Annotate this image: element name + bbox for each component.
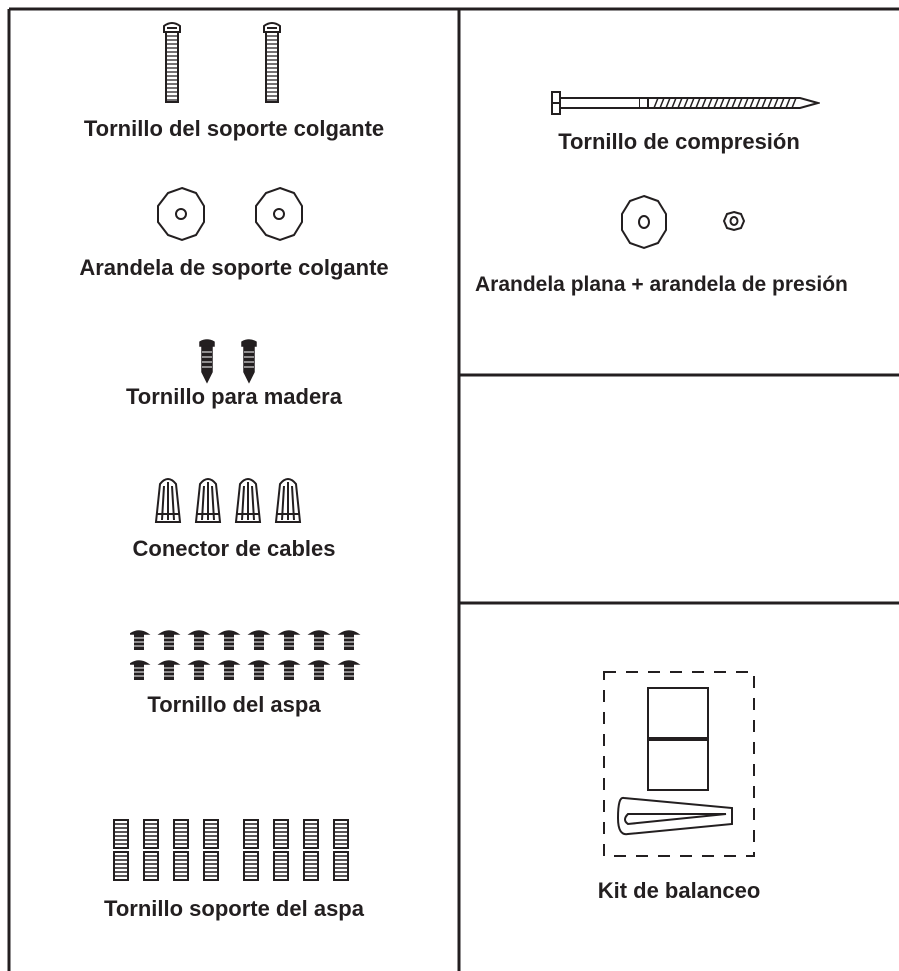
wire-connector-icons bbox=[154, 478, 302, 523]
hanger-bracket-screw-icons bbox=[163, 22, 281, 103]
flat-and-lock-washer-icons bbox=[621, 194, 746, 250]
blade-bracket-screw-label: Tornillo soporte del aspa bbox=[104, 896, 364, 921]
hanger-bracket-washer-icons bbox=[157, 186, 303, 242]
wire-connector-label: Conector de cables bbox=[132, 536, 336, 561]
blade-bracket-screw-row bbox=[113, 851, 349, 881]
blade-bracket-screw-row bbox=[113, 819, 349, 849]
hanger-bracket-screw-icon bbox=[163, 22, 181, 103]
blade-screw-label: Tornillo del aspa bbox=[147, 692, 321, 717]
wood-screw-icons bbox=[199, 339, 257, 384]
wire-connector-icon bbox=[154, 478, 182, 523]
blade-screw-icons bbox=[130, 630, 359, 681]
hanger-bracket-screw-icon bbox=[263, 22, 281, 103]
balance-weight-icon bbox=[647, 739, 709, 791]
wire-connector-icon bbox=[274, 478, 302, 523]
compression-screw-icon bbox=[551, 91, 820, 115]
balance-kit-label: Kit de balanceo bbox=[597, 878, 761, 903]
balance-kit-icon bbox=[603, 671, 755, 857]
hanger-bracket-washer-label: Arandela de soporte colgante bbox=[79, 255, 389, 280]
wire-connector-icon bbox=[234, 478, 262, 523]
blade-screw-row bbox=[130, 630, 359, 651]
blade-screw-row bbox=[130, 660, 359, 681]
wood-screw-label: Tornillo para madera bbox=[126, 384, 342, 409]
washers-label: Arandela plana + arandela de presión bbox=[475, 273, 848, 296]
hanger-bracket-screw-label: Tornillo del soporte colgante bbox=[83, 116, 385, 141]
compression-screw-label: Tornillo de compresión bbox=[558, 129, 800, 154]
wood-screw-icon bbox=[241, 339, 257, 384]
wood-screw-icon bbox=[199, 339, 215, 384]
wire-connector-icon bbox=[194, 478, 222, 523]
blade-bracket-screw-icons bbox=[113, 819, 349, 881]
balance-weight-icon bbox=[647, 687, 709, 739]
